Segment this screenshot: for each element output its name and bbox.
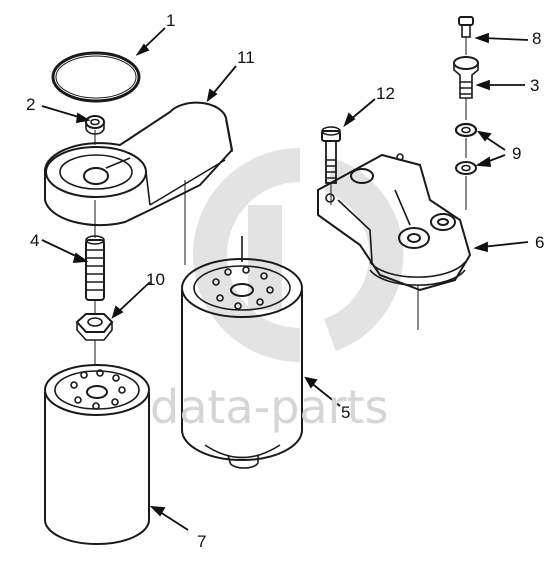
callout-label-4: 4 xyxy=(30,231,40,250)
watermark-text: data-parts xyxy=(150,380,389,434)
callout-arrows xyxy=(41,27,529,531)
part-8-screw xyxy=(458,16,474,55)
part-6-mounting-bracket xyxy=(317,153,472,330)
callout-label-2: 2 xyxy=(26,95,36,114)
callout-label-10: 10 xyxy=(146,270,165,289)
part-1-o-ring xyxy=(51,51,141,103)
callout-label-9: 9 xyxy=(512,144,522,163)
part-4-nipple xyxy=(85,235,105,301)
callout-label-12: 12 xyxy=(376,84,395,103)
part-3-valve xyxy=(453,56,479,120)
watermark-logo xyxy=(193,148,404,362)
part-11-filter-head xyxy=(44,101,234,227)
callout-label-1: 1 xyxy=(166,11,176,30)
part-10-nut xyxy=(75,313,114,341)
part-5-filter-with-bowl xyxy=(181,236,303,469)
callout-label-5: 5 xyxy=(341,403,351,422)
part-9-washers xyxy=(454,122,478,210)
callout-label-11: 11 xyxy=(237,48,255,67)
part-7-filter-cartridge xyxy=(44,364,150,545)
callout-label-7: 7 xyxy=(197,532,207,551)
callout-label-6: 6 xyxy=(535,233,545,252)
callout-label-8: 8 xyxy=(532,29,542,48)
callout-label-3: 3 xyxy=(530,76,540,95)
